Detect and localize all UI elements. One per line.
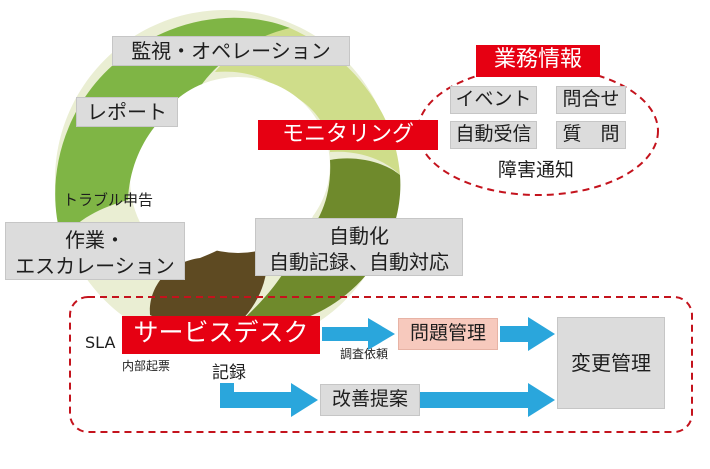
label-monitoring-ops: 監視・オペレーション <box>112 36 350 66</box>
label-escalation-line2: エスカレーション <box>15 254 175 278</box>
improvement-box: 改善提案 <box>320 384 420 416</box>
label-automation-line2: 自動記録、自動対応 <box>269 250 449 274</box>
label-investigation-request: 調査依頼 <box>340 347 389 361</box>
label-record: 記録 <box>212 363 246 383</box>
business-info-item-question: 質 問 <box>556 121 626 149</box>
label-internal-ticket: 内部起票 <box>122 359 171 373</box>
arrow-to-change-mgmt-bottom <box>420 383 555 417</box>
problem-mgmt-box: 問題管理 <box>398 318 498 350</box>
business-info-boundary <box>417 66 659 196</box>
business-info-failure-notice: 障害通知 <box>498 159 575 181</box>
label-trouble-report: トラブル申告 <box>63 191 154 209</box>
label-automation: 自動化 自動記録、自動対応 <box>255 218 463 276</box>
business-info-item-auto-receive: 自動受信 <box>450 121 537 149</box>
label-sla: SLA <box>85 333 116 352</box>
ring-segment-green <box>55 17 290 241</box>
label-report: レポート <box>76 97 178 127</box>
change-mgmt-box: 変更管理 <box>557 317 665 409</box>
arrow-to-change-mgmt-top <box>500 317 555 351</box>
label-escalation: 作業・ エスカレーション <box>5 222 185 280</box>
business-info-item-inquiry: 問合せ <box>556 86 626 114</box>
arrow-record-elbow <box>220 383 318 417</box>
service-desk-title: サービスデスク <box>122 316 320 354</box>
business-info-item-event: イベント <box>450 86 537 114</box>
label-escalation-line1: 作業・ <box>65 228 125 252</box>
label-monitoring: モニタリング <box>258 120 438 150</box>
label-automation-line1: 自動化 <box>329 224 389 248</box>
business-info-title: 業務情報 <box>476 45 600 77</box>
flow-arrows <box>220 317 555 417</box>
service-desk-boundary <box>69 296 693 433</box>
arrow-to-problem-mgmt <box>322 318 395 350</box>
